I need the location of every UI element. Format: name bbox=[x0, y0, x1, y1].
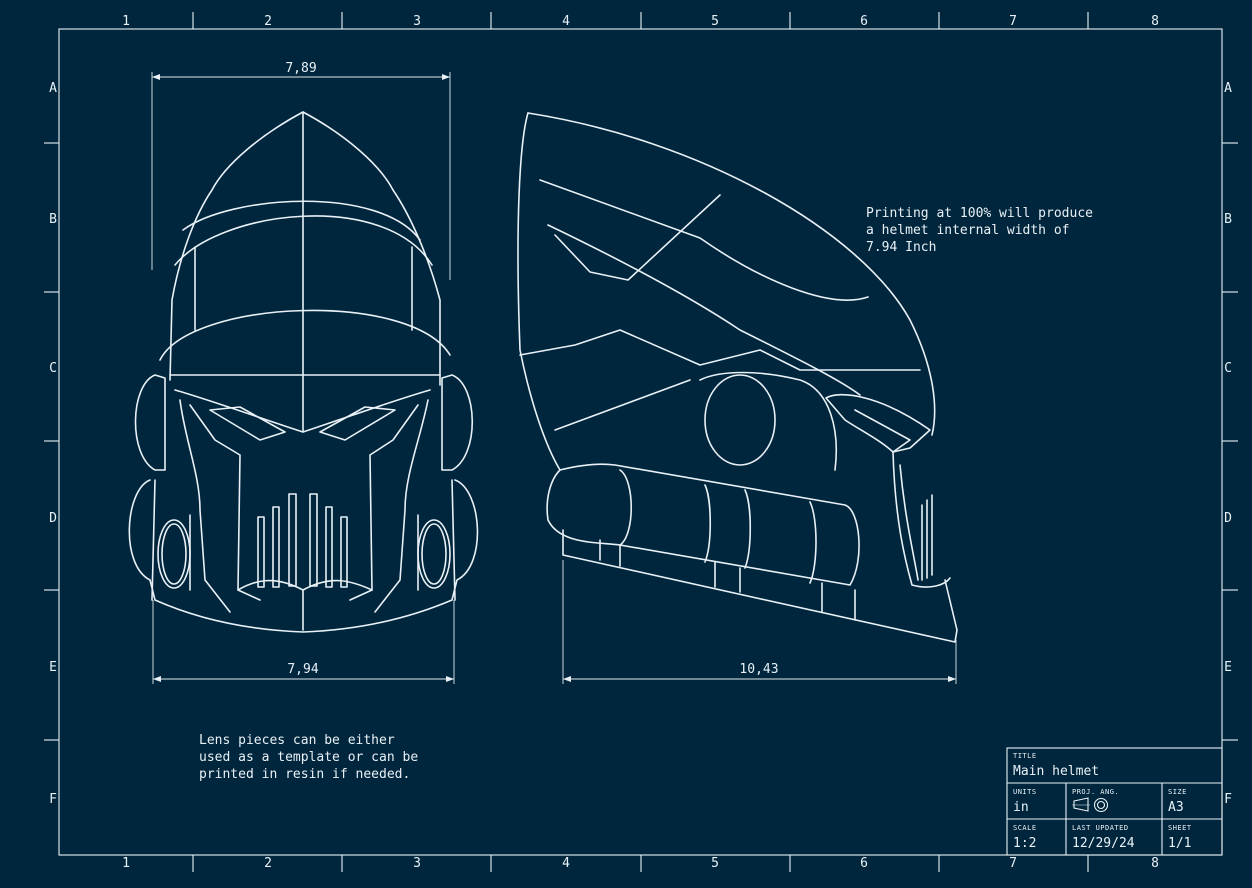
zone-labels-top: 1 2 3 4 5 6 7 8 bbox=[122, 14, 1159, 29]
sheet-label: SHEET bbox=[1168, 824, 1192, 832]
zone-row-d-right: D bbox=[1224, 511, 1232, 526]
zone-col-5: 5 bbox=[711, 14, 719, 29]
size-label: SIZE bbox=[1168, 788, 1187, 796]
zone-row-e: E bbox=[49, 660, 57, 675]
sheet-value: 1/1 bbox=[1168, 836, 1191, 851]
zone-col-7: 7 bbox=[1009, 14, 1017, 29]
zone-labels-left: A B C D E F bbox=[49, 81, 57, 807]
units-label: UNITS bbox=[1013, 788, 1037, 796]
print-note-line-3: 7.94 Inch bbox=[866, 240, 936, 255]
scale-value: 1:2 bbox=[1013, 836, 1036, 851]
zone-row-c-right: C bbox=[1224, 361, 1232, 376]
zone-col-4: 4 bbox=[562, 14, 570, 29]
zone-col-5-bottom: 5 bbox=[711, 856, 719, 871]
lens-note-line-3: printed in resin if needed. bbox=[199, 767, 410, 782]
zone-col-2: 2 bbox=[264, 14, 272, 29]
first-angle-projection-icon bbox=[1072, 797, 1109, 813]
projection-label: PROJ. ANG. bbox=[1072, 788, 1119, 796]
helmet-front-view: 7,89 7,94 bbox=[128, 61, 479, 684]
zone-row-b-right: B bbox=[1224, 212, 1232, 227]
zone-row-d: D bbox=[49, 511, 57, 526]
zone-row-a: A bbox=[49, 81, 57, 96]
dimension-label-side-bottom: 10,43 bbox=[739, 662, 778, 677]
last-updated-value: 12/29/24 bbox=[1072, 836, 1135, 851]
drawing-title: Main helmet bbox=[1013, 764, 1099, 779]
dimension-label-front-top: 7,89 bbox=[285, 61, 316, 76]
dimension-label-front-bottom: 7,94 bbox=[287, 662, 318, 677]
zone-row-a-right: A bbox=[1224, 81, 1232, 96]
zone-col-1: 1 bbox=[122, 14, 130, 29]
dimension-front-top: 7,89 bbox=[151, 61, 451, 280]
title-block: TITLE Main helmet UNITS in PROJ. ANG. SI… bbox=[1006, 747, 1223, 856]
size-value: A3 bbox=[1168, 800, 1184, 815]
zone-row-e-right: E bbox=[1224, 660, 1232, 675]
zone-labels-right: A B C D E F bbox=[1224, 81, 1232, 807]
zone-row-f: F bbox=[49, 792, 57, 807]
zone-ticks bbox=[44, 12, 1238, 872]
print-note-line-2: a helmet internal width of bbox=[866, 223, 1070, 238]
zone-col-3: 3 bbox=[413, 14, 421, 29]
title-label: TITLE bbox=[1013, 752, 1037, 760]
zone-col-6-bottom: 6 bbox=[860, 856, 868, 871]
zone-col-4-bottom: 4 bbox=[562, 856, 570, 871]
drawing-border bbox=[58, 28, 1223, 856]
units-value: in bbox=[1013, 800, 1029, 815]
zone-labels-bottom: 1 2 3 4 5 6 7 8 bbox=[122, 856, 1159, 871]
zone-col-7-bottom: 7 bbox=[1009, 856, 1017, 871]
dimension-front-bottom: 7,94 bbox=[152, 600, 455, 684]
zone-col-8-bottom: 8 bbox=[1151, 856, 1159, 871]
print-note-line-1: Printing at 100% will produce bbox=[866, 206, 1093, 221]
zone-col-2-bottom: 2 bbox=[264, 856, 272, 871]
last-updated-label: LAST UPDATED bbox=[1072, 824, 1129, 832]
zone-col-6: 6 bbox=[860, 14, 868, 29]
zone-row-c: C bbox=[49, 361, 57, 376]
zone-col-3-bottom: 3 bbox=[413, 856, 421, 871]
lens-note-line-2: used as a template or can be bbox=[199, 750, 418, 765]
zone-col-8: 8 bbox=[1151, 14, 1159, 29]
zone-row-f-right: F bbox=[1224, 792, 1232, 807]
lens-note-line-1: Lens pieces can be either bbox=[199, 733, 395, 748]
zone-col-1-bottom: 1 bbox=[122, 856, 130, 871]
dimension-side-bottom: 10,43 bbox=[562, 560, 957, 684]
zone-row-b: B bbox=[49, 212, 57, 227]
scale-label: SCALE bbox=[1013, 824, 1037, 832]
helmet-side-view: 10,43 bbox=[517, 112, 958, 684]
